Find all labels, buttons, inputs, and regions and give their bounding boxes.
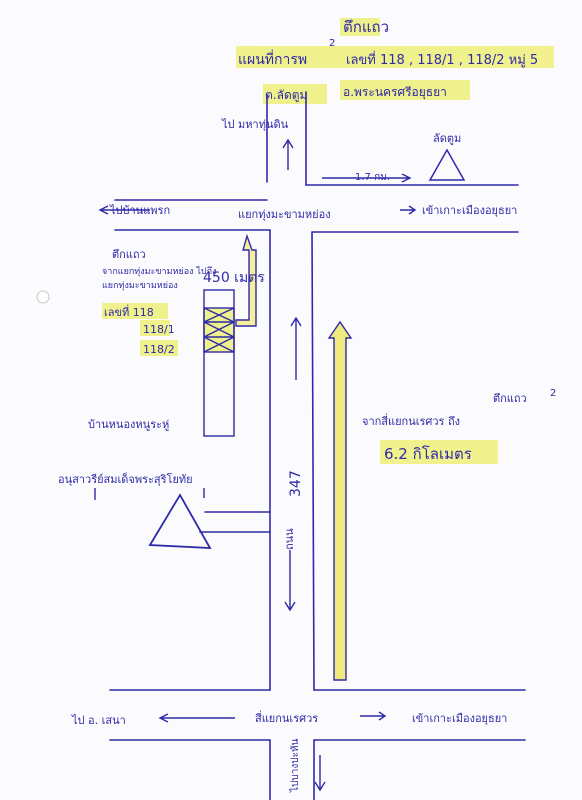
building-strip [203,289,235,437]
building-outline [203,289,235,437]
to-bottom-label: ไปบางปะหัน [289,738,301,793]
arrow-down-road [284,550,296,612]
route-arrow-450 [235,233,257,327]
highlight-lot [102,303,168,319]
road-side-label: ถนน [283,528,296,550]
superscript-right: 2 [550,388,556,399]
building-title-label: ตึกแถว [112,248,146,261]
distance-450-label: 450 เมตร [203,270,265,286]
highlights [102,18,554,464]
monument-label: อนุสาวรีย์สมเด็จพระสุริโยทัย [58,472,193,486]
subdistrict-label: ต.ลัดตูม [265,88,307,103]
arrow-east-top [322,173,412,183]
title-superscript: 2 [329,38,335,49]
roads [109,91,526,800]
arrow-west-bottom [158,713,235,723]
landmark-top-right-label: ลัดตูม [433,132,461,145]
arrow-south-bottom [314,755,326,792]
to-island-bottom-label: เข้าเกาะเมืองอยุธยา [412,712,507,725]
from-naresuan-label: จากสี่แยกนเรศวร ถึง [362,413,460,428]
to-west-top-label: ไปบ้านแพรก [109,204,170,217]
lot-number-label: เลขที่ 118 [104,304,154,319]
from-junction-label: จากแยกทุ่งมะขามหย่อง ไปถึง [102,266,216,277]
naresuan-junction-label: สี่แยกนเรศวร [255,710,319,725]
junction-top-label: แยกทุ่งมะขามหย่อง [238,208,331,221]
title-line2-numbers: เลขที่ 118 , 118/1 , 118/2 หมู่ 5 [346,51,538,68]
highlight-lot-2 [140,320,170,336]
binder-hole [36,290,50,304]
highlight-district [340,80,470,100]
arrow-west-top [98,205,150,215]
building-right-label: ตึกแถว [493,392,527,405]
to-island-top-label: เข้าเกาะเมืองอยุธยา [422,204,517,217]
highlight-lot-3 [140,340,178,356]
to-sena-label: ไป อ. เสนา [71,714,126,727]
district-label: อ.พระนครศรีอยุธยา [343,85,447,100]
highlight-distance [380,440,498,464]
title-line1: ตึกแถว [343,18,389,36]
lot-number-2: 118/1 [143,323,175,336]
arrow-east-top-right [400,205,417,215]
arrow-north [282,138,294,170]
lot-number-3: 118/2 [143,343,175,356]
highlight-title-line2 [236,46,554,68]
direction-arrows [94,138,417,792]
junction-short-label: แยกทุ่งมะขามหย่อง [102,281,178,291]
plot-crosses [203,307,235,353]
highlight-subdistrict [263,84,327,104]
village-label: บ้านหนองหนูระหู่ [88,418,169,431]
plot-box [203,307,235,353]
distance-1-7-label: 1.7 กม. [355,172,390,183]
road-347-right-edge [311,231,315,691]
title-line2-label: แผนที่การพ [238,50,307,68]
to-north-label: ไป มหาทุ่นดิน [221,118,289,131]
monument-triangle-icon [148,493,212,549]
route-arrow-6-2 [327,320,353,681]
landmark-triangle-icon [428,148,466,181]
highlight-title [340,18,380,36]
road-number-label: 347 [288,470,304,497]
arrow-up-road [290,316,302,380]
arrow-east-bottom [360,711,387,721]
distance-6-2-label: 6.2 กิโลเมตร [384,445,472,463]
